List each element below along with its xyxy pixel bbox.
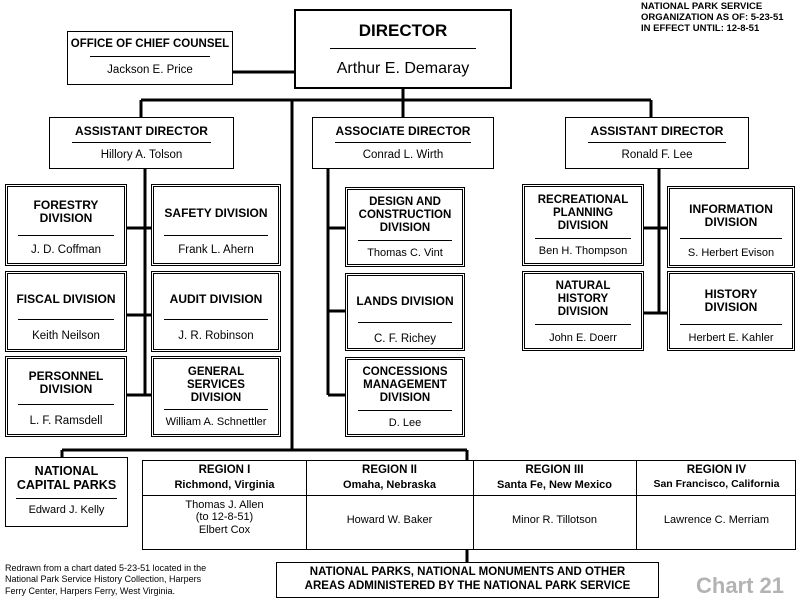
region-3-place: Santa Fe, New Mexico xyxy=(497,479,612,491)
region-4-name: Lawrence C. Merriam xyxy=(663,514,770,526)
audit-division-title: AUDIT DIVISION xyxy=(169,292,263,306)
stamp-line-agency: NATIONAL PARK SERVICE xyxy=(641,1,763,12)
chief-counsel-title: OFFICE OF CHIEF COUNSEL xyxy=(70,38,230,50)
assistant-director-left-box: ASSISTANT DIRECTOR Hillory A. Tolson xyxy=(49,117,234,169)
region-4-title: REGION IV xyxy=(686,464,747,476)
stamp-line-until: IN EFFECT UNTIL: 12-8-51 xyxy=(641,22,760,34)
personnel-division-name: L. F. Ramsdell xyxy=(29,415,103,427)
forestry-division-name: J. D. Coffman xyxy=(30,244,102,256)
audit-division-box: AUDIT DIVISION J. R. Robinson xyxy=(151,271,281,352)
region-3-name: Minor R. Tillotson xyxy=(512,514,597,526)
safety-division-title: SAFETY DIVISION xyxy=(164,206,268,220)
national-parks-line-2: AREAS ADMINISTERED BY THE NATIONAL PARK … xyxy=(304,580,631,592)
natural-history-division-name: John E. Doerr xyxy=(549,332,617,344)
chief-counsel-box: OFFICE OF CHIEF COUNSEL Jackson E. Price xyxy=(67,31,233,85)
region-1: REGION I Richmond, Virginia Thomas J. Al… xyxy=(143,461,306,551)
associate-director-title: ASSOCIATE DIRECTOR xyxy=(335,124,471,138)
design-construction-division-name: Thomas C. Vint xyxy=(367,247,443,259)
director-box: DIRECTOR Arthur E. Demaray xyxy=(294,9,512,89)
assistant-director-right-box: ASSISTANT DIRECTOR Ronald F. Lee xyxy=(565,117,749,169)
organization-stamp: NATIONAL PARK SERVICE ORGANIZATION AS OF… xyxy=(641,1,784,35)
director-name: Arthur E. Demaray xyxy=(336,60,470,77)
region-1-place: Richmond, Virginia xyxy=(174,479,275,491)
fiscal-division-title: FISCAL DIVISION xyxy=(16,292,116,306)
fiscal-division-name: Keith Neilson xyxy=(32,330,100,342)
assistant-director-right-title: ASSISTANT DIRECTOR xyxy=(590,124,724,138)
lands-division-title: LANDS DIVISION xyxy=(356,294,454,308)
region-1-title: REGION I xyxy=(198,464,251,476)
region-2-place: Omaha, Nebraska xyxy=(343,479,436,491)
history-division-name: Herbert E. Kahler xyxy=(688,332,774,344)
national-parks-box: NATIONAL PARKS, NATIONAL MONUMENTS AND O… xyxy=(276,562,659,598)
safety-division-box: SAFETY DIVISION Frank L. Ahern xyxy=(151,184,281,266)
region-2-name: Howard W. Baker xyxy=(346,514,433,526)
chief-counsel-name: Jackson E. Price xyxy=(107,64,193,76)
national-capital-parks-name: Edward J. Kelly xyxy=(28,504,105,516)
general-services-division-name: William A. Schnettler xyxy=(165,416,267,428)
assistant-director-left-title: ASSISTANT DIRECTOR xyxy=(75,124,208,138)
chart-label: Chart 21 xyxy=(696,573,785,598)
audit-division-name: J. R. Robinson xyxy=(178,330,254,342)
concessions-division-name: D. Lee xyxy=(388,417,422,429)
lands-division-name: C. F. Richey xyxy=(374,333,436,345)
assistant-director-right-name: Ronald F. Lee xyxy=(621,149,693,161)
recreational-planning-division-name: Ben H. Thompson xyxy=(538,245,628,257)
assistant-director-left-name: Hillory A. Tolson xyxy=(100,149,183,161)
region-2-title: REGION II xyxy=(362,464,417,476)
region-3-title: REGION III xyxy=(525,464,584,476)
region-1-names: Thomas J. Allen(to 12-8-51)Elbert Cox xyxy=(185,499,264,536)
safety-division-name: Frank L. Ahern xyxy=(178,244,254,256)
region-4-place: San Francisco, California xyxy=(653,478,780,490)
stamp-line-as-of: ORGANIZATION AS OF: 5-23-51 xyxy=(641,11,784,23)
information-division-name: S. Herbert Evison xyxy=(687,247,775,259)
associate-director-name: Conrad L. Wirth xyxy=(362,149,444,161)
footnote: Redrawn from a chart dated 5-23-51 locat… xyxy=(5,563,207,596)
national-parks-line-1: NATIONAL PARKS, NATIONAL MONUMENTS AND O… xyxy=(309,566,626,578)
director-title: DIRECTOR xyxy=(358,21,448,40)
associate-director-box: ASSOCIATE DIRECTOR Conrad L. Wirth xyxy=(312,117,494,169)
region-4: REGION IV San Francisco, California Lawr… xyxy=(636,461,797,551)
regions-box: REGION I Richmond, Virginia Thomas J. Al… xyxy=(142,460,796,550)
region-3: REGION III Santa Fe, New Mexico Minor R.… xyxy=(473,461,636,551)
fiscal-division-box: FISCAL DIVISION Keith Neilson xyxy=(5,271,127,352)
region-2: REGION II Omaha, Nebraska Howard W. Bake… xyxy=(306,461,473,551)
lands-division-box: LANDS DIVISION C. F. Richey xyxy=(345,273,465,351)
